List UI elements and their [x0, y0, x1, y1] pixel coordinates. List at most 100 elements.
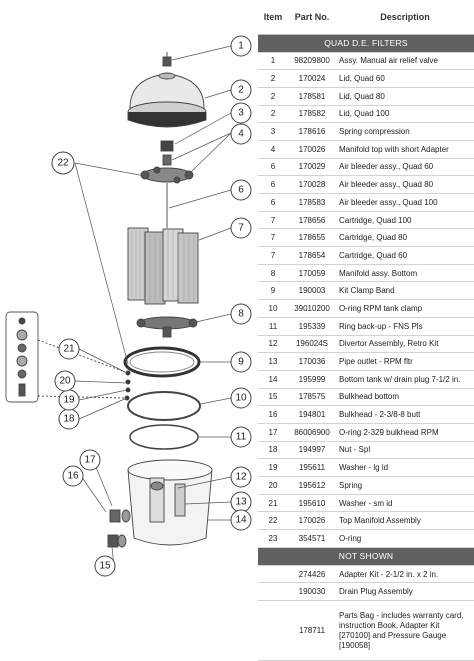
item-cell: 21: [258, 494, 288, 513]
description-cell: Lid, Quad 100: [336, 105, 474, 124]
part-number-cell: 86006900: [288, 423, 336, 442]
callout-20: 20: [54, 370, 76, 392]
lid-part: [127, 72, 207, 128]
item-cell: 23: [258, 529, 288, 548]
part-number-cell: 178616: [288, 122, 336, 141]
description-cell: Divertor Assembly, Retro Kit: [336, 335, 474, 354]
description-cell: Adapter Kit - 2-1/2 in. x 2 in.: [336, 565, 474, 584]
part-number-cell: 195612: [288, 476, 336, 495]
item-cell: 11: [258, 317, 288, 336]
clamp-band-part: [123, 346, 201, 378]
callout-9: 9: [230, 351, 252, 373]
svg-text:9: 9: [238, 357, 244, 368]
description-cell: Manifold top with short Adapter: [336, 140, 474, 159]
callout-1: 1: [230, 35, 252, 57]
item-cell: 3: [258, 122, 288, 141]
bottom-tank-part: [127, 459, 213, 546]
item-cell: 9: [258, 281, 288, 301]
item-cell: [258, 600, 288, 661]
section-header-quad: QUAD D.E. FILTERS: [258, 34, 474, 53]
callout-3: 3: [230, 102, 252, 124]
description-cell: Air bleeder assy., Quad 100: [336, 193, 474, 212]
backup-ring-part: [129, 424, 199, 450]
description-cell: Cartridge, Quad 80: [336, 228, 474, 248]
callout-11: 11: [230, 426, 252, 448]
item-cell: 7: [258, 228, 288, 248]
part-number-cell: 178655: [288, 228, 336, 248]
svg-text:10: 10: [235, 393, 247, 404]
part-number-cell: 170026: [288, 140, 336, 159]
part-number-cell: 98209800: [288, 52, 336, 71]
svg-text:14: 14: [235, 515, 247, 526]
item-cell: 6: [258, 158, 288, 177]
part-number-cell: 170024: [288, 69, 336, 88]
part-number-cell: 354571: [288, 529, 336, 548]
svg-text:11: 11: [236, 432, 247, 443]
part-number-cell: 170059: [288, 264, 336, 283]
section-title-quad: QUAD D.E. FILTERS: [258, 34, 474, 53]
description-cell: Air bleeder assy., Quad 80: [336, 175, 474, 194]
description-cell: Bulkhead - 2-3/8-8 butt: [336, 405, 474, 424]
part-number-cell: 196024S: [288, 335, 336, 354]
item-column-header: Item: [258, 0, 288, 35]
svg-text:2: 2: [238, 85, 244, 96]
description-cell: Washer - sm id: [336, 494, 474, 513]
part-number-cell: 170029: [288, 158, 336, 177]
spring-part: [160, 140, 174, 152]
description-cell: O-ring RPM tank clamp: [336, 299, 474, 318]
description-column-header: Description: [336, 0, 474, 35]
item-cell: 17: [258, 423, 288, 442]
callout-16: 16: [62, 465, 84, 487]
description-cell: Spring: [336, 476, 474, 495]
description-cell: O-ring 2-329 bulkhead RPM: [336, 423, 474, 442]
item-cell: 13: [258, 352, 288, 371]
part-number-cell: 194801: [288, 405, 336, 424]
callout-18: 18: [58, 408, 80, 430]
description-cell: Nut - Spl: [336, 441, 474, 460]
description-cell: Drain Plug Assembly: [336, 582, 474, 602]
callout-10: 10: [230, 387, 252, 409]
part-number-cell: 39010200: [288, 299, 336, 318]
item-cell: 8: [258, 264, 288, 283]
description-cell: Pipe outlet - RPM fltr: [336, 352, 474, 371]
description-cell: Air bleeder assy., Quad 60: [336, 158, 474, 177]
svg-text:15: 15: [99, 561, 111, 572]
part-number-cell: 170028: [288, 175, 336, 194]
item-cell: 4: [258, 140, 288, 159]
description-cell: Parts Bag - includes warranty card, inst…: [336, 600, 474, 661]
part-number-cell: 190030: [288, 582, 336, 602]
item-cell: 1: [258, 52, 288, 71]
svg-text:3: 3: [238, 108, 244, 119]
cartridges-part: [127, 227, 199, 305]
description-cell: Lid, Quad 80: [336, 87, 474, 106]
svg-text:22: 22: [57, 158, 69, 169]
item-cell: 2: [258, 69, 288, 88]
item-cell: 7: [258, 211, 288, 230]
item-cell: 15: [258, 388, 288, 407]
svg-text:19: 19: [63, 395, 75, 406]
part-number-column-header: Part No.: [288, 0, 336, 35]
